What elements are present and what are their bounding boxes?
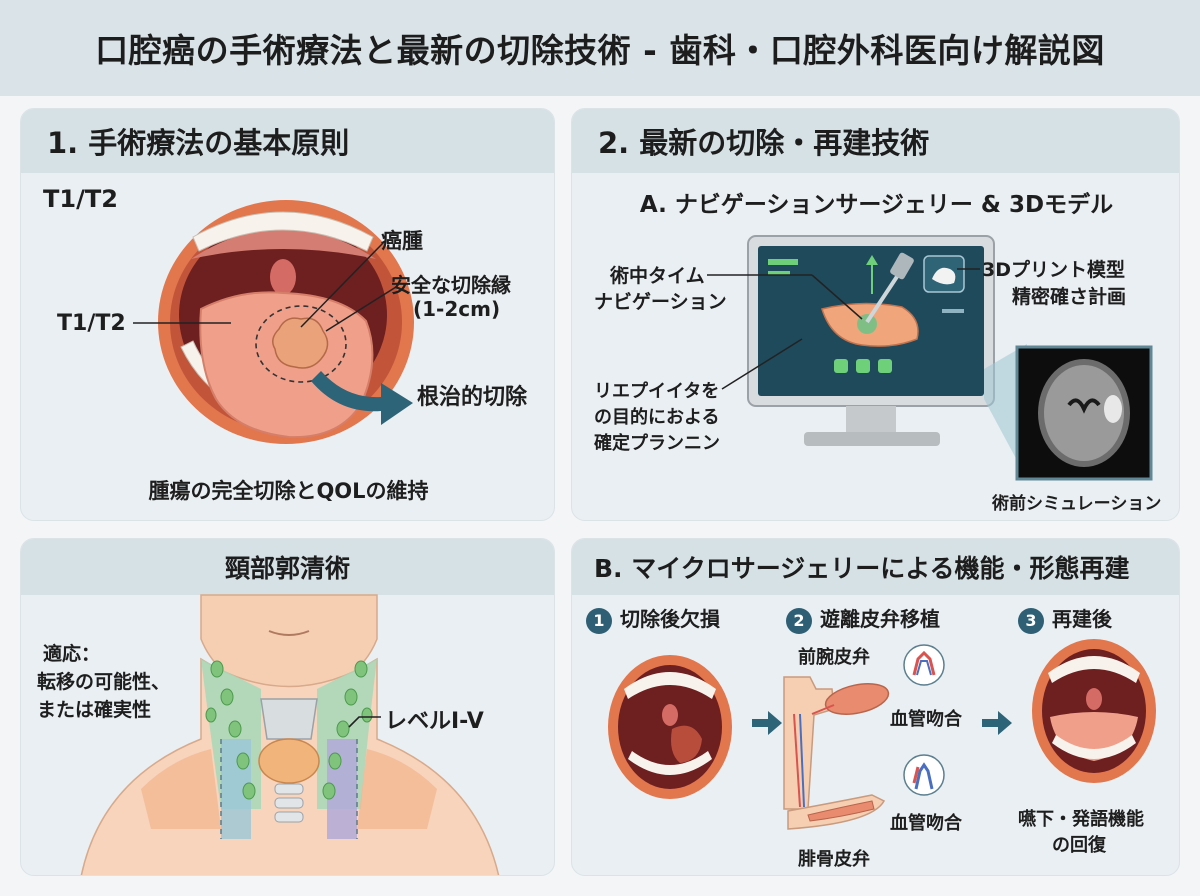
print-label-2: 精密確さ計画 xyxy=(1012,286,1127,308)
indication-label-2: 転移の可能性、 xyxy=(37,671,171,693)
navigation-monitor-illustration xyxy=(707,235,1153,481)
function-recovery-label-1: 嚥下・発語機能 xyxy=(1018,809,1144,830)
panel-heading: 頸部郭清術 xyxy=(21,539,554,595)
arrow-icon-1 xyxy=(752,711,782,735)
function-recovery-label-2: の回復 xyxy=(1052,835,1106,856)
indication-label-1: 適応： xyxy=(43,643,101,665)
fibula-flap xyxy=(807,800,875,822)
step-2: 2 遊離皮弁移植 xyxy=(786,603,940,634)
side-stage-label: T1/T2 xyxy=(57,311,126,336)
thyroid-gland xyxy=(258,738,320,784)
panel-heading: 2. 最新の切除・再建技術 xyxy=(572,109,1179,173)
reconstruction-illustration xyxy=(608,639,1156,830)
thyroid-cartilage xyxy=(260,698,318,740)
uvula xyxy=(270,259,296,295)
forearm-flap xyxy=(824,683,890,715)
resection-label: 根治的切除 xyxy=(417,385,528,410)
step-2-number: 2 xyxy=(786,607,812,634)
anastomosis-label-1: 血管吻合 xyxy=(890,709,962,730)
neck-dissection-illustration xyxy=(80,594,500,875)
panel-neck-dissection: 頸部郭清術 適応： 転移の可能性、 ま xyxy=(20,538,555,876)
anastomosis-label-2: 血管吻合 xyxy=(890,813,962,834)
nav-label-2: ナビゲーション xyxy=(594,291,727,313)
navigation-subheading: A. ナビゲーションサージェリー & 3Dモデル xyxy=(639,192,1114,218)
resection-arrow-icon xyxy=(311,371,413,425)
forearm-flap-label: 前腕皮弁 xyxy=(798,647,870,668)
panel1-caption: 腫瘍の完全切除とQOLの維持 xyxy=(148,479,429,503)
safety-margin-outline xyxy=(255,305,347,383)
plan-label-2: の目的におよる xyxy=(594,407,720,428)
margin-label-1: 安全な切除縁 xyxy=(391,273,511,297)
monitor-stand xyxy=(804,432,940,446)
panel-microsurgery-reconstruction: B. マイクロサージェリーによる機能・形態再建 1 切除後欠損 2 遊離皮弁移植 3… xyxy=(571,538,1180,876)
defect-area xyxy=(671,725,702,763)
panel-heading: B. マイクロサージェリーによる機能・形態再建 xyxy=(572,539,1179,595)
tumor-label: 癌腫 xyxy=(381,229,423,253)
stage-label: T1/T2 xyxy=(43,185,118,213)
nav-label-1: 術中タイム xyxy=(610,265,705,287)
step-1: 1 切除後欠損 xyxy=(586,603,720,634)
print-label-1: 3Dプリント模型 xyxy=(982,259,1125,281)
panel-heading: 1. 手術療法の基本原則 xyxy=(21,109,554,173)
arrow-icon-2 xyxy=(982,711,1012,735)
simulation-label: 術前シミュレーション xyxy=(992,494,1162,514)
plan-label-1: リエプイイタを xyxy=(594,381,720,402)
step-2-label: 遊離皮弁移植 xyxy=(820,607,940,631)
indication-label-3: または確実性 xyxy=(37,699,152,721)
title-banner: 口腔癌の手術療法と最新の切除技術 - 歯科・口腔外科医向け解説図 xyxy=(0,0,1200,96)
anastomosis-icon-2 xyxy=(903,754,945,796)
step-3-number: 3 xyxy=(1018,607,1044,634)
plan-label-3: 確定プランニン xyxy=(594,433,720,454)
fibula-flap-label: 腓骨皮弁 xyxy=(798,849,870,870)
page-title: 口腔癌の手術療法と最新の切除技術 - 歯科・口腔外科医向け解説図 xyxy=(95,31,1105,70)
step-3-label: 再建後 xyxy=(1052,607,1112,631)
mouth-tumor-illustration xyxy=(133,200,414,444)
forearm xyxy=(783,676,835,810)
step-1-label: 切除後欠損 xyxy=(620,607,720,631)
ct-lesion xyxy=(1104,395,1122,423)
panel-basic-principles: 1. 手術療法の基本原則 T1/T2 T1/T2 癌腫 安全な切除縁 (1-2c… xyxy=(20,108,555,521)
lymph-nodes xyxy=(205,660,373,800)
upper-teeth xyxy=(192,211,374,252)
neck-level-label: レベルI-V xyxy=(385,709,484,734)
3d-print-model-icon xyxy=(932,267,956,285)
step-1-number: 1 xyxy=(586,607,612,634)
tumor-mass xyxy=(272,317,329,369)
panel-latest-techniques: 2. 最新の切除・再建技術 A. ナビゲーションサージェリー & 3Dモデル xyxy=(571,108,1180,521)
margin-label-2: (1-2cm) xyxy=(413,297,501,321)
step-3: 3 再建後 xyxy=(1018,603,1112,634)
